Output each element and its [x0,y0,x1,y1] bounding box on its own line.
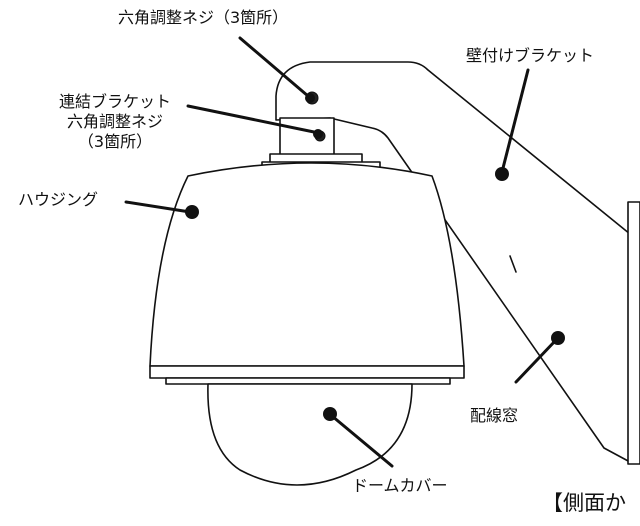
connecting-bracket [279,117,335,157]
housing [149,162,465,367]
label-connect-bracket-line3: （3箇所） [77,132,153,151]
wiring-window-edge [509,255,517,273]
leader-dome-cover [330,414,394,468]
dome-cover [207,383,413,486]
label-connect-bracket-line2: 六角調整ネジ [66,112,163,131]
label-connect-bracket: 連結ブラケット 六角調整ネジ （3箇所） [40,92,190,152]
dot-dome-cover [323,407,337,421]
leader-hex-screw [238,36,310,98]
dot-hex-screw [305,93,315,103]
label-hex-screw: 六角調整ネジ（3箇所） [118,8,289,27]
label-wall-bracket: 壁付けブラケット [466,46,595,65]
leader-housing [124,200,192,214]
wall-plate [627,201,640,465]
leader-connect-bracket [186,104,316,134]
view-title: 【側面か [542,491,626,515]
dot-wiring-window [551,331,565,345]
leader-wiring-window [514,338,558,384]
label-wiring-window: 配線窓 [470,406,519,425]
dot-connect-bracket [313,129,323,139]
label-connect-bracket-line1: 連結ブラケット [58,92,171,111]
housing-rim [149,365,465,379]
leader-wall-bracket [500,68,530,174]
label-housing: ハウジング [18,190,99,209]
dot-housing [185,205,199,219]
housing-rim-lower [165,377,451,385]
label-dome-cover: ドームカバー [352,476,448,495]
dot-wall-bracket [495,167,509,181]
